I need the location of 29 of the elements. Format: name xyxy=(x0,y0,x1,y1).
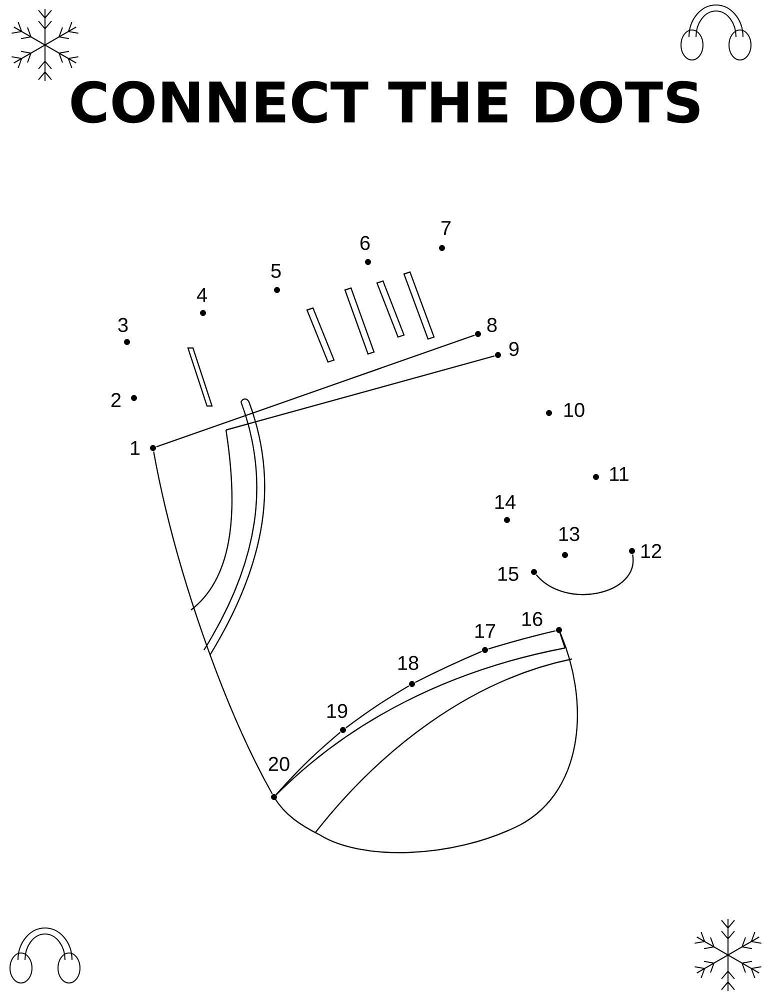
dot-number: 14 xyxy=(495,495,516,509)
dot-number: 20 xyxy=(268,756,290,772)
line xyxy=(536,554,634,596)
dot-number: 6 xyxy=(360,236,370,250)
dot-number: 8 xyxy=(487,318,497,332)
dot-number: 2 xyxy=(111,393,121,407)
dot-number: 12 xyxy=(641,544,662,558)
dot-number: 15 xyxy=(498,567,518,581)
dot-number: 3 xyxy=(118,318,128,332)
dot-number: 10 xyxy=(564,402,584,418)
dot-number: 16 xyxy=(522,612,542,626)
dot-number: 19 xyxy=(327,704,348,718)
line xyxy=(226,355,495,431)
line xyxy=(156,334,475,448)
title: CONNECT THE DOTS xyxy=(71,80,700,124)
line xyxy=(414,650,482,683)
line xyxy=(488,630,556,650)
line xyxy=(276,732,341,795)
dot-number: 4 xyxy=(196,288,207,302)
dot-number: 18 xyxy=(398,656,418,670)
dot-number: 7 xyxy=(441,221,451,235)
dot-number: 1 xyxy=(130,441,140,455)
dot-number: 11 xyxy=(610,467,628,481)
dot-number: 9 xyxy=(509,342,519,356)
dot-number: 5 xyxy=(271,264,281,278)
dot-number: 13 xyxy=(559,526,580,542)
line xyxy=(346,685,410,728)
dot-number: 17 xyxy=(475,624,496,638)
line xyxy=(153,451,273,794)
